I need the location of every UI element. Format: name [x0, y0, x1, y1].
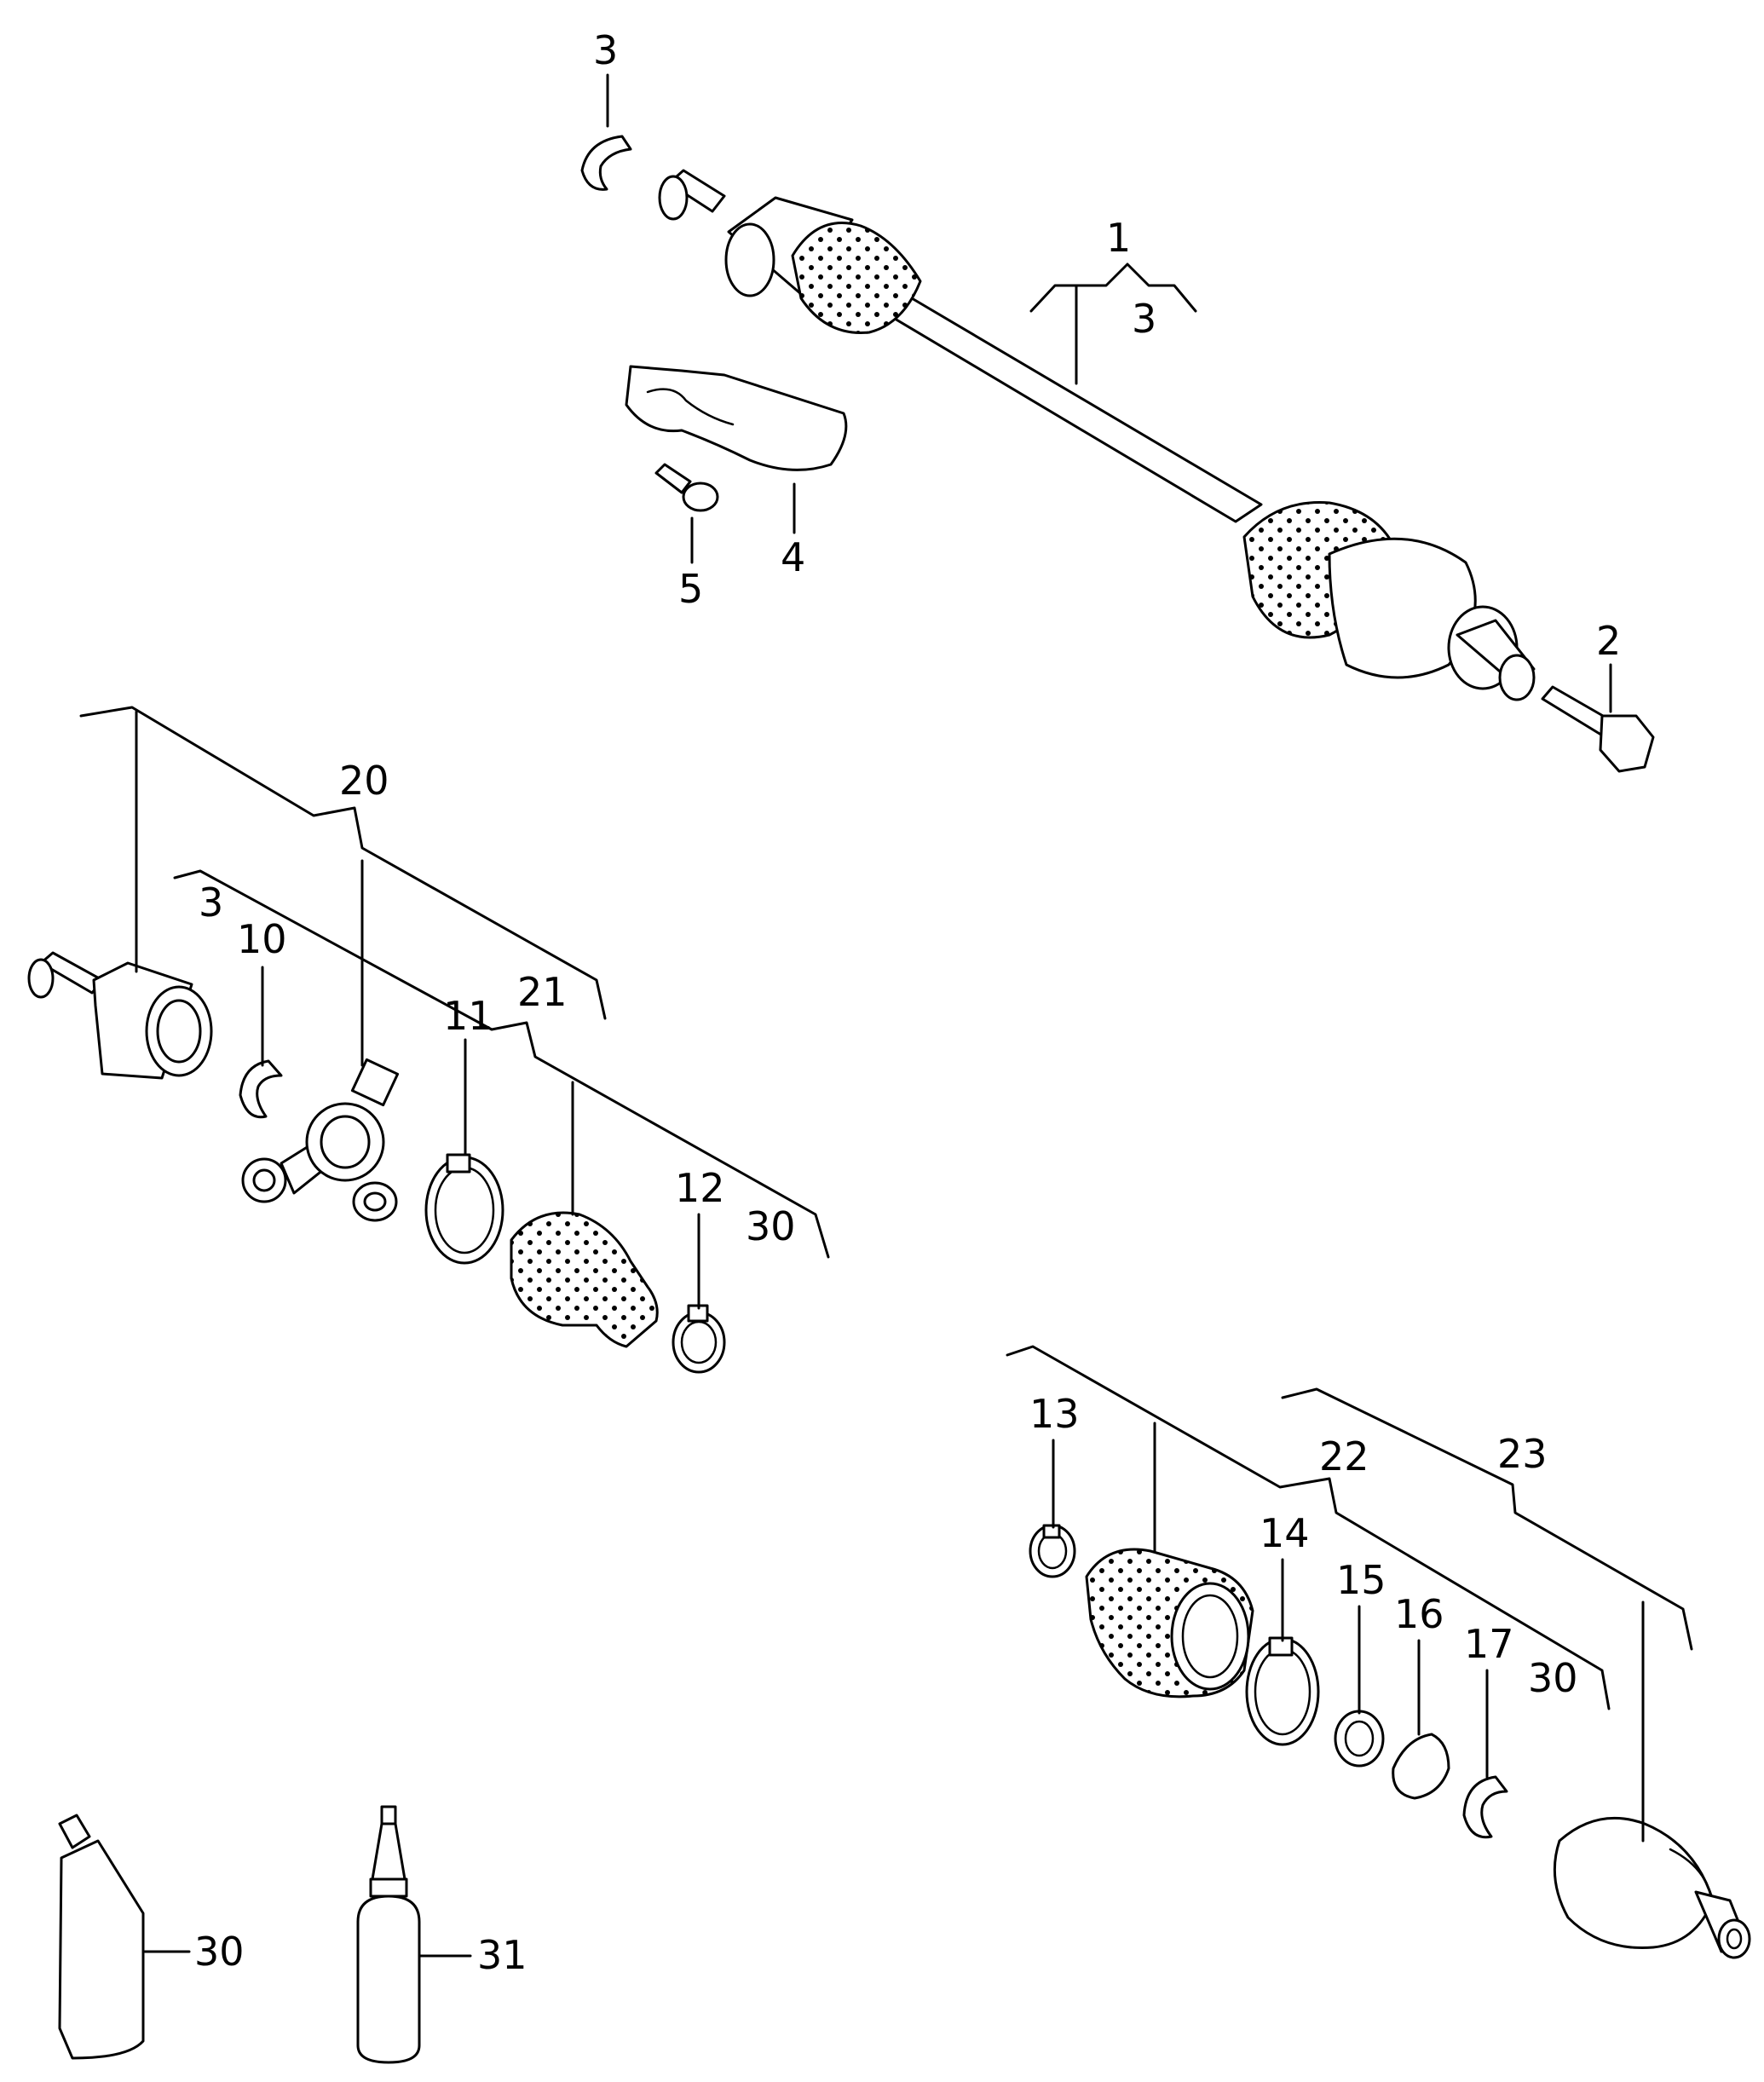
- bolt-5[interactable]: [654, 463, 719, 512]
- label-3-mid: 3: [199, 880, 223, 926]
- circlip-10[interactable]: [239, 1059, 283, 1119]
- label-31: 31: [477, 1932, 527, 1978]
- oil-bottle-31[interactable]: [356, 1805, 421, 2064]
- label-10: 10: [237, 916, 287, 962]
- label-12: 12: [675, 1165, 725, 1211]
- clamp-14[interactable]: [1245, 1636, 1320, 1746]
- circlip-17[interactable]: [1462, 1775, 1508, 1839]
- drive-shaft-assembly[interactable]: [658, 169, 1536, 701]
- label-22: 22: [1319, 1433, 1369, 1479]
- label-5: 5: [678, 566, 703, 612]
- label-20: 20: [339, 758, 389, 804]
- heat-shield-4[interactable]: [625, 365, 848, 471]
- tripod-joint[interactable]: [241, 1058, 400, 1222]
- label-16: 16: [1394, 1591, 1444, 1637]
- label-23: 23: [1497, 1431, 1548, 1477]
- label-21: 21: [517, 969, 568, 1015]
- callout-labels: 3 1 3 4 5 2 20 3 10 21 11 12 30 13 22 23…: [194, 27, 1621, 1978]
- clamp-13[interactable]: [1029, 1524, 1076, 1578]
- grease-tube-30[interactable]: [58, 1814, 145, 2060]
- outer-cv-joint[interactable]: [1553, 1816, 1751, 1959]
- bolt-2[interactable]: [1541, 685, 1655, 773]
- inner-joint-housing[interactable]: [27, 951, 213, 1080]
- label-3-bracket: 3: [1132, 296, 1156, 342]
- label-4: 4: [781, 534, 805, 580]
- label-1: 1: [1106, 215, 1131, 261]
- leader-lines: [79, 73, 1693, 1958]
- washer-15[interactable]: [1334, 1710, 1385, 1768]
- label-11: 11: [443, 993, 493, 1039]
- thrust-ring-16[interactable]: [1392, 1733, 1450, 1800]
- label-30-right: 30: [1528, 1655, 1578, 1701]
- label-2: 2: [1596, 618, 1621, 664]
- label-30-bottom: 30: [194, 1929, 245, 1975]
- circlip-3-top[interactable]: [580, 135, 632, 191]
- label-30-mid: 30: [746, 1203, 796, 1249]
- label-13: 13: [1029, 1391, 1080, 1437]
- clamp-12[interactable]: [672, 1304, 726, 1374]
- label-14: 14: [1260, 1510, 1310, 1556]
- label-15: 15: [1336, 1557, 1386, 1603]
- label-17: 17: [1464, 1621, 1514, 1667]
- clamp-11[interactable]: [424, 1153, 504, 1265]
- label-3-top: 3: [593, 27, 618, 73]
- inner-boot[interactable]: [510, 1211, 659, 1348]
